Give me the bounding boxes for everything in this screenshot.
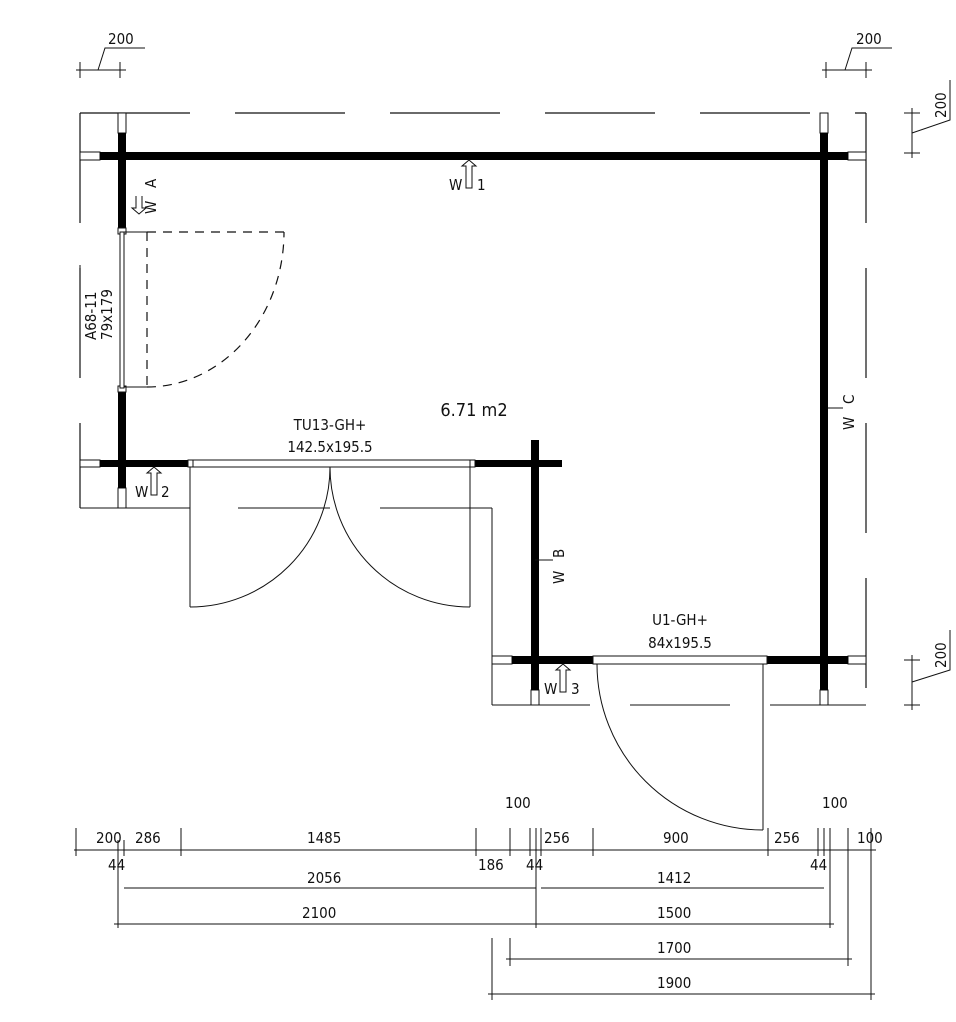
svg-text:W: W <box>544 680 557 698</box>
dim-44-left: 44 <box>108 856 125 874</box>
svg-text:W: W <box>135 483 148 501</box>
dim-286: 286 <box>135 829 161 847</box>
dim-100-end: 100 <box>857 829 883 847</box>
walls <box>100 133 848 690</box>
dim-186: 186 <box>478 856 504 874</box>
top-dimensions: 200 200 200 200 <box>76 30 951 710</box>
dim-2056: 2056 <box>307 869 341 887</box>
wall-a-upper <box>118 133 126 228</box>
svg-text:1: 1 <box>477 176 486 194</box>
dim-256-right: 256 <box>774 829 800 847</box>
wall-tag-a: W A <box>130 178 160 215</box>
single-door-size: 84x195.5 <box>648 634 712 652</box>
wall-2-left <box>100 460 188 467</box>
svg-text:B: B <box>550 549 568 558</box>
wall-tag-c: W C <box>840 395 858 430</box>
dim-100-right: 100 <box>822 794 848 812</box>
dim-1500: 1500 <box>657 904 691 922</box>
wall-3-right <box>767 656 848 664</box>
single-door-u1: U1-GH+ 84x195.5 <box>592 611 768 831</box>
wall-1 <box>100 152 848 160</box>
svg-text:A: A <box>142 178 160 188</box>
dim-right-top: 200 <box>932 92 950 118</box>
wall-tag-3: W 3 <box>544 663 580 698</box>
svg-text:3: 3 <box>571 680 580 698</box>
window-code: A68-11 <box>82 292 100 340</box>
dim-900: 900 <box>663 829 689 847</box>
dim-44-mid: 44 <box>526 856 543 874</box>
svg-text:2: 2 <box>161 483 170 501</box>
wall-b <box>531 440 539 690</box>
svg-text:W: W <box>840 417 858 430</box>
dim-2100: 2100 <box>302 904 336 922</box>
single-door-code: U1-GH+ <box>652 611 708 629</box>
dim-256-left: 256 <box>544 829 570 847</box>
bottom-dimensions: 200 286 1485 186 100 44 256 900 256 44 1… <box>74 794 883 1000</box>
dim-1485: 1485 <box>307 829 341 847</box>
dim-1900: 1900 <box>657 974 691 992</box>
double-door-size: 142.5x195.5 <box>287 438 372 456</box>
dim-right-bottom: 200 <box>932 642 950 668</box>
dim-200: 200 <box>96 829 122 847</box>
wall-c <box>820 133 828 690</box>
dim-1412: 1412 <box>657 869 691 887</box>
wall-a-lower <box>118 392 126 488</box>
wall-tag-2: W 2 <box>135 466 170 501</box>
dim-top-left: 200 <box>108 30 134 48</box>
wall-tag-1: W 1 <box>449 159 486 194</box>
dim-44-right: 44 <box>810 856 827 874</box>
room-area: 6.71 m2 <box>440 400 507 421</box>
wall-tag-b: W B <box>550 549 568 584</box>
window-a68-11: A68-11 79x179 <box>79 227 285 393</box>
svg-text:W: W <box>550 571 568 584</box>
wall-3-left <box>512 656 593 664</box>
wall-2-right <box>475 460 562 467</box>
window-size: 79x179 <box>98 289 116 340</box>
dim-top-right: 200 <box>856 30 882 48</box>
svg-text:W: W <box>142 201 160 214</box>
dim-100-left: 100 <box>505 794 531 812</box>
double-door-code: TU13-GH+ <box>293 416 367 434</box>
double-door-tu13: TU13-GH+ 142.5x195.5 <box>187 416 476 608</box>
svg-text:C: C <box>840 395 858 404</box>
dim-1700: 1700 <box>657 939 691 957</box>
svg-text:W: W <box>449 176 462 194</box>
